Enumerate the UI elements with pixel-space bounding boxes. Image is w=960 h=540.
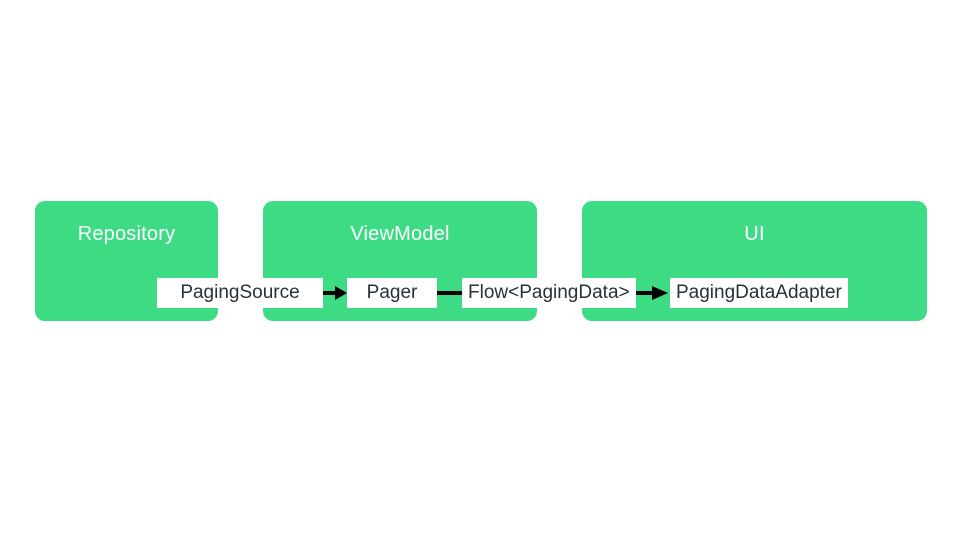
arrow-head-icon (652, 286, 668, 300)
arrow-flow-paging-data-to-paging-data-adapter (632, 286, 668, 300)
node-paging-data-adapter: PagingDataAdapter (670, 278, 848, 308)
container-viewmodel-title: ViewModel (350, 223, 450, 245)
node-paging-source: PagingSource (157, 278, 323, 308)
container-repository-title: Repository (77, 223, 176, 245)
node-pager: Pager (347, 278, 437, 308)
container-repository: Repository (35, 201, 218, 321)
arrow-tail (321, 291, 335, 295)
arrow-tail (632, 291, 652, 295)
line-pager-to-flow-paging-data (437, 286, 462, 300)
arrow-head-icon (335, 286, 347, 300)
arrow-paging-source-to-pager (321, 286, 347, 300)
node-flow-paging-data: Flow<PagingData> (462, 278, 636, 308)
line-segment (437, 291, 462, 295)
container-ui-title: UI (744, 223, 765, 245)
